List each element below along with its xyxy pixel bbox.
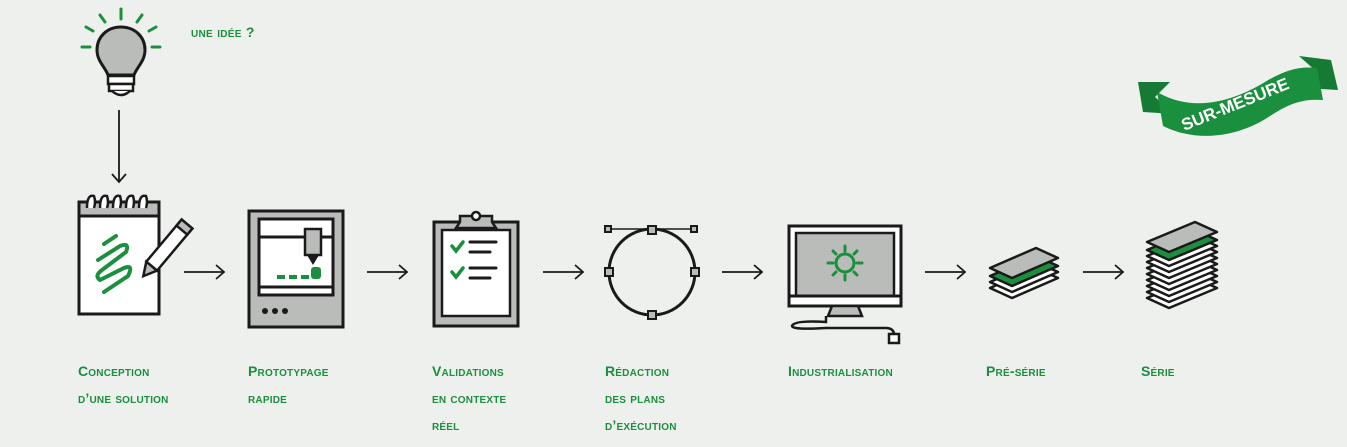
arrow-right-icon xyxy=(184,264,226,280)
step-label-line: Prototypage xyxy=(248,363,329,379)
sur-mesure-banner: SUR-MESURE xyxy=(1138,56,1338,136)
arrow-right-icon xyxy=(367,264,409,280)
lightbulb-icon xyxy=(80,7,162,97)
step-label-industrialisation: Industrialisation xyxy=(788,358,893,385)
large-stack-icon xyxy=(1145,220,1219,310)
arrow-right-icon xyxy=(925,264,967,280)
step-label-line: Industrialisation xyxy=(788,363,893,379)
arrow-down-icon xyxy=(111,110,127,184)
step-label-line: Validations xyxy=(432,363,504,379)
step-label-line: rapide xyxy=(248,390,287,406)
step-label-validations: Validations en contexte réel xyxy=(432,358,506,439)
notebook-pencil-icon xyxy=(77,194,195,316)
step-label-prototypage: Prototypage rapide xyxy=(248,358,329,412)
step-label-serie: Série xyxy=(1141,358,1175,385)
step-label-line: réel xyxy=(432,417,460,433)
arrow-right-icon xyxy=(1083,264,1125,280)
step-label-redaction: Rédaction des plans d’exécution xyxy=(605,358,677,439)
arrow-right-icon xyxy=(543,264,585,280)
step-label-line: Série xyxy=(1141,363,1175,379)
step-label-line: Rédaction xyxy=(605,363,670,379)
step-label-pre-serie: Pré-série xyxy=(986,358,1046,385)
3d-printer-icon xyxy=(247,209,345,329)
step-label-line: d’une solution xyxy=(78,390,169,406)
step-label-line: Conception xyxy=(78,363,150,379)
step-label-line: d’exécution xyxy=(605,417,677,433)
small-stack-icon xyxy=(988,246,1060,300)
step-label-line: en contexte xyxy=(432,390,507,406)
step-label-line: Pré-série xyxy=(986,363,1046,379)
step-label-conception: Conception d’une solution xyxy=(78,358,169,412)
arrow-right-icon xyxy=(722,264,764,280)
vector-path-icon xyxy=(604,225,700,320)
clipboard-checklist-icon xyxy=(432,210,520,328)
monitor-gear-icon xyxy=(787,224,903,345)
step-label-line: des plans xyxy=(605,390,666,406)
idea-label: une idée ? xyxy=(191,24,255,40)
